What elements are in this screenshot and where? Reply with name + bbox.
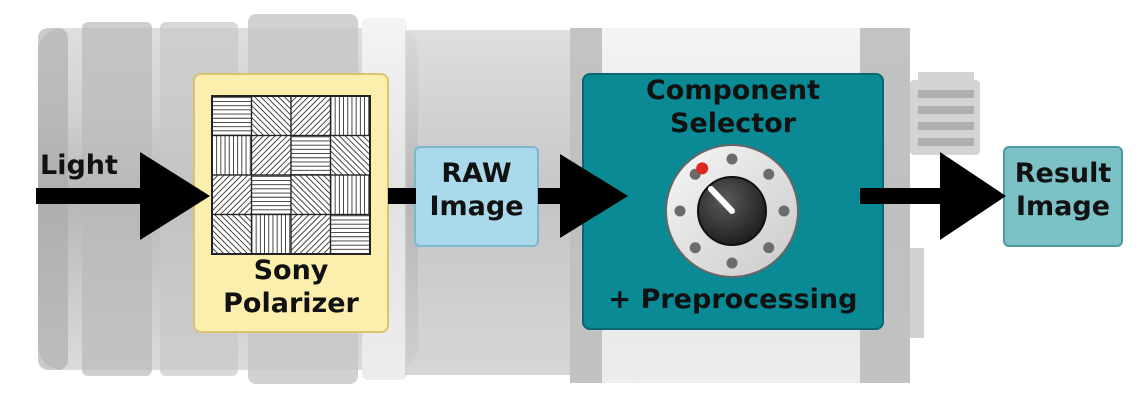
raw-image-box xyxy=(414,146,539,247)
sony-polarizer-label: Sony Polarizer xyxy=(193,255,389,321)
knob-pointer xyxy=(708,186,735,214)
raw-label-line-2: Image xyxy=(429,190,524,222)
arrow-light-to-polarizer xyxy=(36,152,210,240)
polarizer-label-line-1: Sony xyxy=(253,255,329,286)
arrow-raw-to-selector xyxy=(538,154,628,238)
polarizer-cell xyxy=(329,134,371,176)
polarizer-pixel-grid xyxy=(211,95,371,255)
component-selector-title: Component Selector xyxy=(582,75,884,141)
raw-label-line-1: RAW xyxy=(441,158,512,189)
dial-dot xyxy=(689,242,701,254)
polarizer-cell xyxy=(211,134,253,176)
polarizer-cell xyxy=(250,213,292,255)
result-label-line-2: Image xyxy=(1015,190,1111,222)
selector-title-line-2: Selector xyxy=(669,107,797,139)
preprocessing-label: + Preprocessing xyxy=(608,284,858,315)
dial-active-indicator xyxy=(696,162,709,175)
dial-position-dots xyxy=(674,153,790,269)
result-image-label: Result Image xyxy=(1003,158,1123,224)
dial-dot xyxy=(763,168,775,180)
dial-dot xyxy=(726,153,738,165)
polarizer-cell xyxy=(290,95,332,137)
light-label: Light xyxy=(40,150,118,181)
selector-dial-icon xyxy=(665,144,799,278)
dial-dot xyxy=(726,257,738,269)
dial-dot xyxy=(763,242,775,254)
result-label-line-1: Result xyxy=(1014,158,1112,189)
dial-dot xyxy=(778,205,790,217)
raw-image-label: RAW Image xyxy=(414,158,539,224)
polarizer-cell xyxy=(329,213,371,255)
selector-title-line-1: Component xyxy=(645,75,821,106)
result-image-box xyxy=(1003,146,1123,247)
arrow-polarizer-to-raw xyxy=(388,188,416,204)
polarizer-label-line-2: Polarizer xyxy=(223,287,359,319)
component-selector-box xyxy=(582,73,884,330)
camera-connector xyxy=(910,72,980,155)
dial-dot xyxy=(674,205,686,217)
arrow-selector-to-result xyxy=(860,152,1006,240)
